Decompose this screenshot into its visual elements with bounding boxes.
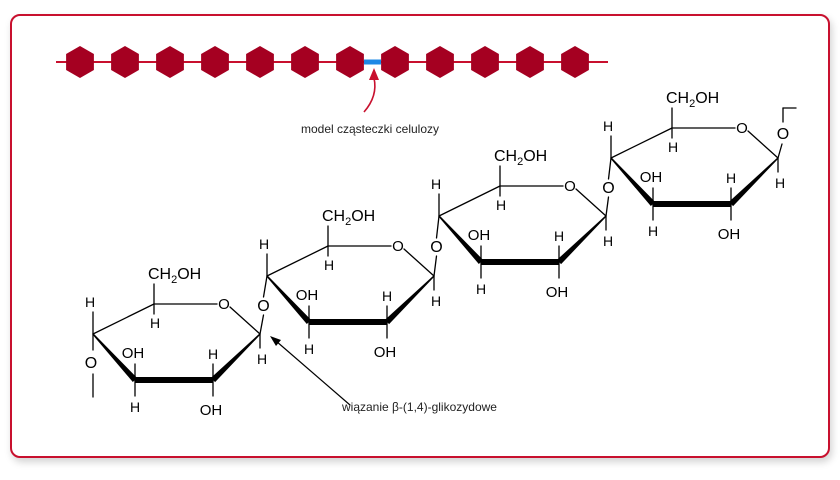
ring-1-h-c1: H (257, 351, 267, 367)
ring-1-h-c4: H (85, 294, 95, 310)
glycosidic-bond (605, 196, 610, 217)
ring-2-wedge (384, 275, 435, 325)
ring-2-ch2oh: CH2OH (322, 208, 375, 228)
ring-4-h-c2: H (726, 170, 736, 186)
ring-3-h-c4: H (431, 176, 441, 192)
ring-2-h-c5: H (324, 257, 334, 273)
glycosidic-oxygen: O (257, 298, 269, 315)
ring-4-ch2oh: CH2OH (666, 90, 719, 110)
figure-frame (10, 14, 830, 458)
ring-1-h-c3: H (130, 399, 140, 415)
ring-3-oh-c3: OH (468, 227, 491, 244)
ring-1-wedge (210, 333, 261, 383)
ring-1-oh-c2: OH (200, 402, 223, 419)
ring-1-wedge (135, 377, 213, 383)
ring-3-wedge (481, 259, 559, 265)
ring-4-bond (777, 143, 783, 159)
ring-4-h-c4: H (603, 118, 613, 134)
ring-1-wedge (92, 333, 138, 382)
ring-1-bond (229, 306, 261, 335)
model-caption: model cząsteczki celulozy (301, 122, 439, 136)
ring-4-h-c5: H (668, 139, 678, 155)
ring-2-oh-c2: OH (374, 344, 397, 361)
bond-caption: wiązanie β-(1,4)-glikozydowe (341, 400, 497, 414)
glucose-rings: OCH2OHHHOHHHOHHOCH2OHHHOHHHOHHOCH2OHHHOH… (85, 90, 797, 419)
ring-1-oh-c3: OH (122, 345, 145, 362)
ring-2-bond (403, 248, 435, 277)
ring-1-h-c2: H (208, 346, 218, 362)
ring-2-ring-oxygen: O (392, 238, 404, 255)
terminal-oxygen-right: O (777, 126, 789, 143)
ring-3-h-c3: H (476, 281, 486, 297)
ring-3-wedge (438, 215, 484, 264)
model-hexagon (426, 46, 454, 78)
glycosidic-bond (259, 314, 265, 335)
ring-4-wedge (728, 157, 779, 207)
ring-3-bond (438, 185, 501, 217)
ring-2-h-c4: H (259, 236, 269, 252)
ring-4-wedge (653, 201, 731, 207)
ring-3-wedge (556, 215, 607, 265)
terminal-oxygen-left: O (85, 355, 97, 372)
model-pointer-arrowhead (369, 68, 379, 80)
ring-1-ring-oxygen: O (218, 296, 230, 313)
ring-3-h-c2: H (554, 228, 564, 244)
ring-2-oh-c3: OH (296, 287, 319, 304)
glycosidic-bond (262, 275, 268, 298)
model-hexagon (156, 46, 184, 78)
ring-4-h-c3: H (648, 223, 658, 239)
model-hexagon (381, 46, 409, 78)
model-hexagon (201, 46, 229, 78)
model-hexagon (471, 46, 499, 78)
ring-2-h-c1: H (431, 293, 441, 309)
model-pointer-arrow (363, 77, 376, 113)
ring-4-bond (610, 127, 673, 159)
ring-2-h-c3: H (304, 341, 314, 357)
ring-2-bond (266, 245, 329, 277)
cellulose-model (56, 46, 608, 113)
model-hexagon (66, 46, 94, 78)
ring-4-bond (747, 130, 779, 159)
ring-4-wedge (610, 157, 656, 206)
ring-4-ring-oxygen: O (736, 120, 748, 137)
ring-1-ch2oh: CH2OH (148, 266, 201, 286)
ring-3-h-c1: H (603, 233, 613, 249)
ring-4-h-c1: H (775, 175, 785, 191)
ring-3-ring-oxygen: O (564, 178, 576, 195)
ring-3-bond (575, 188, 607, 217)
ring-1-h-c5: H (150, 315, 160, 331)
ring-3-h-c5: H (496, 197, 506, 213)
bond-pointer-arrowhead (270, 336, 281, 346)
ring-3-ch2oh: CH2OH (494, 148, 547, 168)
model-hexagon (111, 46, 139, 78)
ring-2-h-c2: H (382, 288, 392, 304)
model-hexagon (561, 46, 589, 78)
model-hexagon (516, 46, 544, 78)
glycosidic-bond (433, 255, 438, 277)
glycosidic-oxygen: O (602, 180, 614, 197)
glycosidic-bond (435, 215, 440, 239)
model-hexagon (246, 46, 274, 78)
model-hexagon (336, 46, 364, 78)
ring-4-oh-c3: OH (640, 169, 663, 186)
ring-4-oh-c2: OH (718, 226, 741, 243)
ring-2-wedge (266, 275, 312, 324)
model-hexagon (291, 46, 319, 78)
glycosidic-bond (607, 157, 612, 180)
ring-3-oh-c2: OH (546, 284, 569, 301)
bond-pointer-arrow (275, 340, 351, 406)
ring-2-wedge (309, 319, 387, 325)
ring-1-bond (92, 303, 155, 335)
glycosidic-oxygen: O (430, 239, 442, 256)
